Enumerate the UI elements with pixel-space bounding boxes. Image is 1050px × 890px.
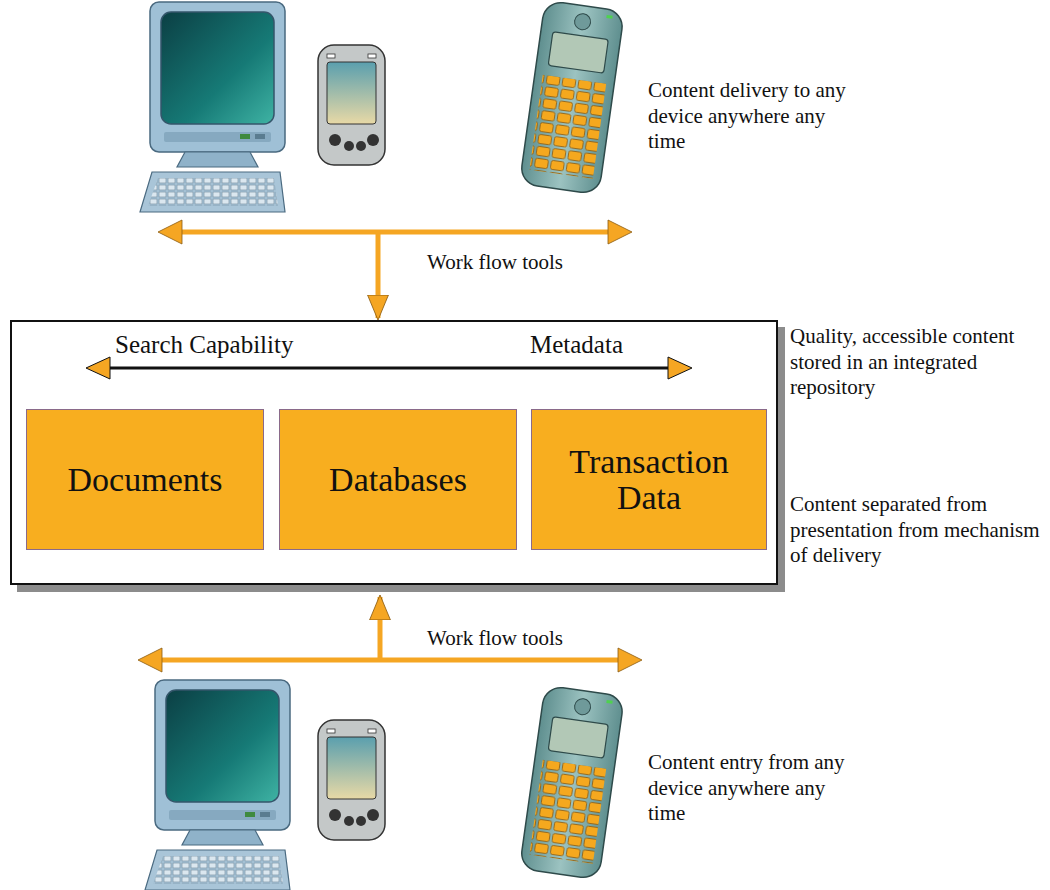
content-store-box: Transaction Data	[531, 409, 767, 550]
caption-text: Content entry from any device anywhere a…	[648, 750, 863, 827]
device-group: Content delivery to any device anywhere …	[140, 0, 1045, 232]
edge-label: Work flow tools	[425, 626, 565, 651]
caption-text: Metadata	[530, 330, 623, 361]
desktop-computer	[145, 680, 290, 890]
double-arrow-bar	[158, 220, 632, 244]
caption-text: Quality, accessible content stored in an…	[790, 324, 1048, 401]
mobile-phone	[519, 0, 624, 194]
device-group: Content entry from any device anywhere a…	[140, 660, 1045, 890]
handheld-pda	[318, 720, 385, 840]
caption-text: Search Capability	[115, 330, 293, 361]
box-title: Databases	[329, 462, 467, 498]
content-store-box: Documents	[26, 409, 264, 550]
edge-label: Work flow tools	[425, 250, 565, 275]
content-store-box: Databases	[279, 409, 517, 550]
box-title: Transaction Data	[540, 444, 758, 515]
caption-text: Content separated from presentation from…	[790, 492, 1048, 569]
repository-box: Search CapabilityMetadataQuality, access…	[10, 320, 778, 585]
workflow-arrow	[376, 232, 381, 318]
handheld-pda	[318, 45, 385, 165]
box-title: Documents	[68, 462, 223, 498]
caption-text: Content delivery to any device anywhere …	[648, 78, 863, 155]
workflow-arrow	[378, 597, 383, 660]
double-arrow-bar	[86, 357, 692, 379]
double-arrow-bar	[138, 648, 642, 672]
desktop-computer	[140, 2, 285, 212]
mobile-phone	[519, 685, 624, 879]
